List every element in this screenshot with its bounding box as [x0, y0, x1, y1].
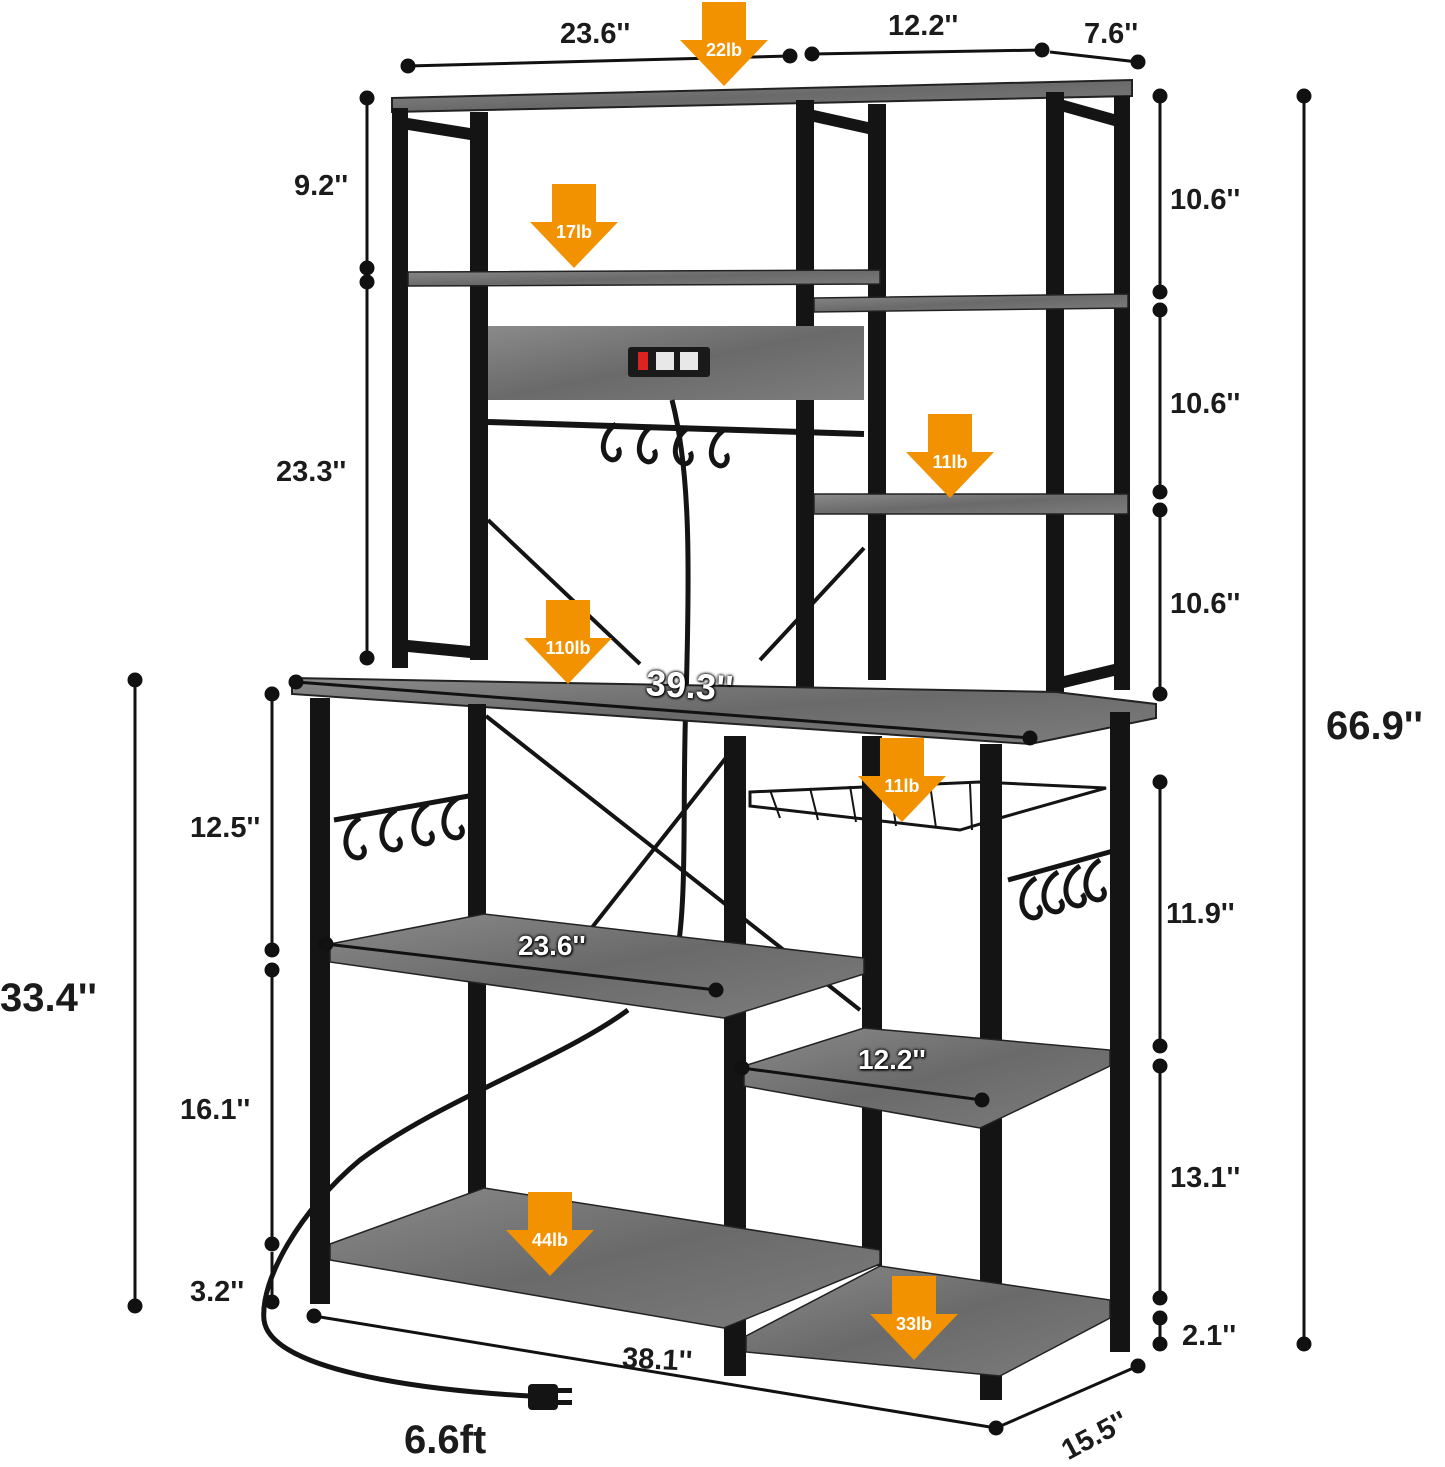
load-label: 17lb: [555, 222, 593, 242]
left-post-front: [392, 108, 408, 668]
load-label: 110lb: [545, 638, 591, 658]
load-arrow-bottom-right: 33lb: [870, 1276, 958, 1362]
load-arrow-basket: 11lb: [858, 738, 946, 824]
hook: [600, 421, 622, 463]
hook: [1041, 869, 1065, 915]
dim-left-upper-height: 23.3'': [276, 456, 347, 488]
power-cord-lower: [261, 1007, 630, 1399]
dim-cord-length: 6.6ft: [404, 1418, 487, 1462]
hook: [708, 427, 730, 469]
desktop: [291, 676, 1157, 746]
dim-top-depth: 7.6'': [1084, 18, 1139, 50]
dim-foot-gap-left: 3.2'': [190, 1276, 245, 1308]
upper-shelf: [407, 269, 881, 287]
lower-mid-front-post: [724, 736, 746, 1376]
dim-shelf-width: 23.6'': [518, 930, 586, 961]
right-middle-shelf: [743, 1027, 1111, 1129]
lower-left-front-post: [310, 698, 330, 1304]
middle-left-shelf: [329, 913, 865, 1019]
load-label: 44lb: [531, 1230, 569, 1250]
top-board: [391, 78, 1133, 114]
dim-desk-width: 39.3'': [644, 662, 735, 709]
hook: [379, 807, 403, 853]
hook: [1063, 863, 1087, 909]
dim-right-lower-gap-1: 11.9'': [1166, 898, 1235, 930]
hook: [411, 801, 435, 847]
dim-right-gap-1: 10.6'': [1170, 184, 1241, 216]
wire-basket: [748, 780, 1107, 832]
dim-right-lower-gap-2: 13.1'': [1170, 1162, 1241, 1194]
hook: [343, 815, 367, 861]
right-post-front: [1046, 92, 1064, 708]
hook: [441, 795, 465, 841]
dim-right-gap-2: 10.6'': [1170, 388, 1241, 420]
lower-right-back-post: [1110, 712, 1130, 1352]
load-label: 11lb: [932, 452, 968, 472]
dim-lower-gap-2: 16.1'': [180, 1094, 251, 1126]
hook: [636, 423, 658, 465]
dim-right-shelf-width: 12.2'': [858, 1044, 926, 1075]
load-arrow-upper-shelf: 17lb: [530, 184, 618, 270]
left-post-back: [470, 112, 488, 660]
bottom-left-shelf: [329, 1187, 881, 1329]
hook: [1019, 875, 1043, 921]
load-label: 11lb: [884, 776, 920, 796]
dim-right-gap-3: 10.6'': [1170, 588, 1241, 620]
load-label: 33lb: [895, 1314, 933, 1334]
right-shelf-2: [813, 493, 1129, 515]
hook: [1083, 857, 1107, 903]
load-arrow-bottom-left: 44lb: [506, 1192, 594, 1278]
dim-total-height: 66.9'': [1326, 704, 1423, 748]
dimension-lines: [127, 42, 1312, 1436]
load-arrow-desktop: 110lb: [524, 600, 612, 686]
lower-frame: [261, 698, 1130, 1410]
mid-post-back: [868, 104, 886, 680]
load-arrow-right-shelf: 11lb: [906, 414, 994, 500]
right-post-back: [1114, 96, 1130, 690]
dim-left-top-gap: 9.2'': [294, 170, 349, 202]
dim-top-left-width: 23.6'': [560, 18, 631, 50]
load-arrow-top: 22lb: [680, 2, 768, 88]
lower-mid-back-post: [862, 736, 882, 1266]
power-switch: [638, 352, 648, 370]
hutch: [391, 78, 1133, 961]
dim-base-width: 38.1'': [621, 1342, 694, 1378]
dim-foot-gap-right: 2.1'': [1182, 1320, 1237, 1352]
dim-lower-gap-1: 12.5'': [190, 812, 261, 844]
load-label: 22lb: [705, 40, 743, 60]
plug: [528, 1384, 558, 1410]
right-shelf-1: [813, 293, 1129, 313]
dim-top-mid-width: 12.2'': [888, 10, 959, 42]
dim-desk-height: 33.4'': [0, 976, 97, 1020]
